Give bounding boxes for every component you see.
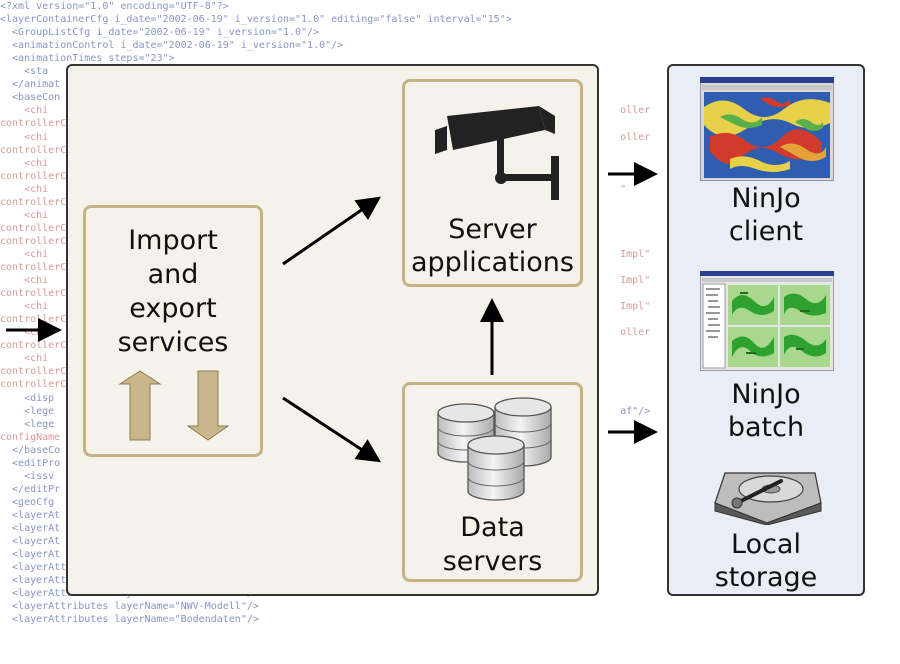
xml-line: </editPr	[0, 483, 61, 495]
import-to-server-arrow	[282, 196, 381, 266]
data-servers-box: Data servers	[402, 382, 583, 582]
server-applications-box: Server applications	[402, 79, 583, 287]
xml-line: controllerC	[0, 314, 67, 326]
xml-line: <chi	[0, 157, 49, 169]
down-arrow-icon	[186, 370, 230, 441]
xml-line: <?xml version="1.0" encoding="UTF-8"?>	[0, 1, 229, 12]
xml-line: <baseCon	[0, 92, 61, 104]
cylinder-front	[467, 435, 525, 501]
import-label-line-3: export	[129, 293, 217, 324]
xml-line: <layerContainerCfg i_date="2002-06-19" i…	[0, 14, 512, 26]
import-label-line-4: services	[117, 327, 229, 358]
up-arrow-icon	[118, 370, 162, 441]
batch-screenshot-icon	[700, 271, 834, 371]
import-export-services-box: Import and export services	[83, 205, 263, 457]
xml-line: <layerAt	[0, 523, 61, 534]
data-label-line-1: Data	[460, 512, 525, 543]
data-label-line-2: servers	[442, 546, 543, 577]
import-label-line-2: and	[147, 259, 199, 290]
server-label-line-2: applications	[410, 247, 574, 278]
hard-disk-icon	[714, 472, 822, 525]
client-label-line-1: NinJo	[731, 183, 801, 214]
xml-line: <GroupListCfg i_date="2002-06-19" i_vers…	[0, 27, 320, 39]
security-camera-icon	[435, 106, 559, 200]
weather-map-screenshot-icon	[700, 77, 834, 181]
xml-line: controllerC	[0, 118, 67, 130]
import-export-arrows-icon	[118, 370, 230, 441]
xml-line: controllerC	[0, 262, 67, 273]
batch-label-line-1: NinJo	[731, 379, 801, 410]
import-label-line-1: Import	[128, 225, 218, 256]
storage-label-line-2: storage	[714, 562, 818, 593]
xml-line: <layerAttributes layerName="Bodendaten"/…	[0, 614, 259, 626]
import-to-data-arrow	[282, 396, 382, 463]
xml-line: controllerC	[0, 144, 67, 156]
xml-line: <chi	[0, 209, 49, 221]
xml-line: <chi	[0, 353, 49, 365]
database-cylinders-icon	[437, 397, 552, 501]
batch-map-tiles	[728, 285, 830, 367]
xml-line: <layerAt	[0, 536, 61, 548]
xml-line: controllerC	[0, 340, 67, 352]
xml-line: controllerC	[0, 170, 67, 182]
xml-line: <geoCfg	[0, 496, 55, 508]
xml-line: <layerAt	[0, 509, 61, 521]
xml-line: <animationControl i_date="2002-06-19" i_…	[0, 40, 344, 52]
client-label-line-2: client	[728, 216, 804, 247]
xml-line: controllerC	[0, 379, 67, 391]
xml-line: <animationTimes steps="23">	[0, 53, 175, 65]
batch-label-line-2: batch	[727, 412, 805, 443]
server-label-line-1: Server	[448, 214, 537, 245]
xml-line: </baseCo	[0, 444, 61, 456]
xml-line: controllerC	[0, 196, 67, 208]
xml-line: <layerAttributes layerName="NWV-Modell"/…	[0, 601, 259, 613]
xml-line: </animat	[0, 79, 61, 91]
storage-label-line-1: Local	[731, 529, 801, 560]
xml-line: configName	[0, 431, 61, 443]
xml-line: <layerAt	[0, 549, 61, 561]
xml-line: <issv	[0, 470, 55, 482]
xml-line: controllerC	[0, 288, 67, 300]
xml-line: controllerC	[0, 235, 67, 247]
